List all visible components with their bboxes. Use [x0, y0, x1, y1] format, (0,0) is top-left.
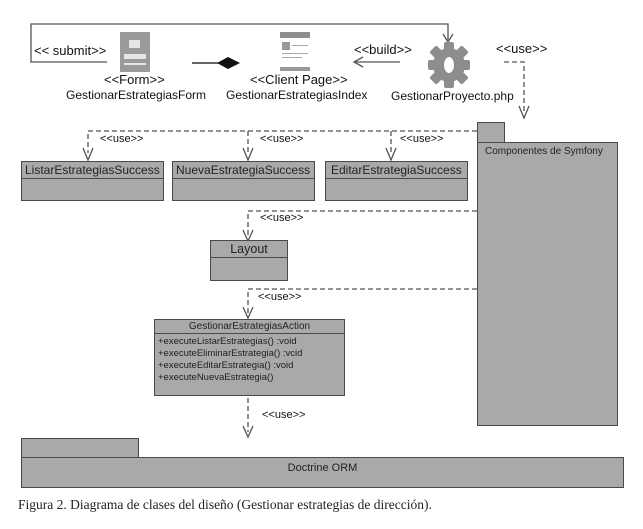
server-page-name: GestionarProyecto.php	[391, 89, 514, 103]
use-action-connector	[247, 288, 477, 313]
use-success-arrowhead-2	[242, 147, 254, 162]
doctrine-package-name: Doctrine ORM	[287, 462, 358, 474]
gear-icon	[428, 42, 470, 88]
class-editar-estrategia-success: EditarEstrategiaSuccess	[325, 161, 468, 201]
form-stereotype: <<Form>>	[104, 72, 165, 87]
operation: +executeNuevaEstrategia()	[158, 372, 274, 383]
operations-list: +executeListarEstrategias() :void +execu…	[155, 334, 344, 384]
class-layout: Layout	[210, 240, 288, 281]
use-label-action: <<use>>	[258, 291, 302, 303]
submit-label: << submit>>	[34, 43, 107, 58]
form-page-icon	[120, 32, 150, 72]
use-label-php: <<use>>	[496, 41, 548, 56]
use-label-doctrine: <<use>>	[262, 409, 306, 421]
use-label-editar: <<use>>	[400, 133, 444, 145]
symfony-package-name: Componentes de Symfony	[485, 146, 603, 157]
use-label-nueva: <<use>>	[260, 133, 304, 145]
submit-connector	[30, 23, 449, 63]
operation: +executeEliminarEstrategia() :vcid	[158, 348, 303, 359]
class-name: EditarEstrategiaSuccess	[326, 162, 467, 179]
use-doctrine-arrowhead	[242, 425, 254, 439]
web-page-icon	[280, 32, 310, 72]
figure-caption: Figura 2. Diagrama de clases del diseño …	[18, 497, 432, 512]
symfony-package: Componentes de Symfony	[477, 142, 618, 426]
operation: +executeListarEstrategias() :void	[158, 336, 297, 347]
doctrine-package: Doctrine ORM	[21, 457, 624, 488]
class-name: Layout	[211, 241, 287, 258]
use-php-symfony-connector	[504, 61, 525, 114]
class-nueva-estrategia-success: NuevaEstrategiaSuccess	[172, 161, 315, 201]
use-label-layout: <<use>>	[260, 212, 304, 224]
use-success-arrowhead-1	[82, 147, 94, 162]
class-listar-estrategias-success: ListarEstrategiasSuccess	[21, 161, 164, 201]
client-page-stereotype: <<Client Page>>	[250, 72, 348, 87]
build-label: <<build>>	[354, 42, 412, 57]
class-name: GestionarEstrategiasAction	[155, 320, 344, 334]
use-action-arrowhead	[242, 306, 254, 320]
class-gestionar-estrategias-action: GestionarEstrategiasAction +executeLista…	[154, 319, 345, 396]
symfony-package-tab	[477, 122, 505, 144]
class-name: NuevaEstrategiaSuccess	[173, 162, 314, 179]
use-success-arrowhead-3	[385, 147, 397, 162]
operation: +executeEditarEstrategia() :void	[158, 360, 294, 371]
use-label-listar: <<use>>	[100, 133, 144, 145]
use-layout-connector	[247, 210, 477, 236]
aggregation-diamond	[217, 57, 240, 69]
doctrine-package-tab	[21, 438, 139, 458]
build-arrowhead	[352, 56, 364, 68]
use-success-connector	[87, 130, 477, 153]
use-php-symfony-arrowhead	[518, 105, 530, 120]
form-class-name: GestionarEstrategiasForm	[66, 88, 207, 102]
class-name: ListarEstrategiasSuccess	[22, 162, 163, 179]
client-page-name: GestionarEstrategiasIndex	[226, 88, 368, 102]
